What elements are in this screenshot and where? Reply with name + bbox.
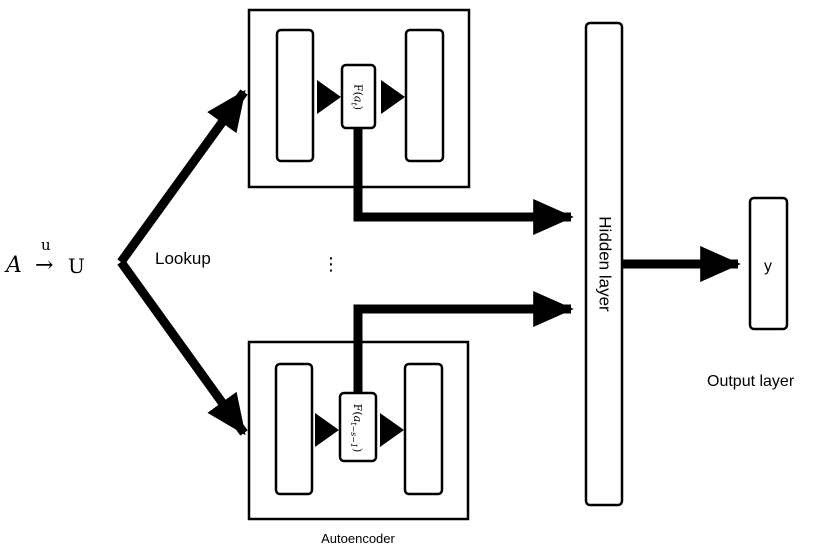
connector-bottom-to-hidden bbox=[353, 291, 574, 393]
decode-triangle bbox=[381, 80, 405, 114]
encoder-input-layer bbox=[275, 28, 315, 163]
autoencoder-label: Autoencoder bbox=[321, 531, 395, 546]
mapping-arrow: → bbox=[35, 253, 53, 278]
target-symbol: U bbox=[68, 254, 85, 278]
input-expression: A u → U bbox=[4, 236, 85, 278]
mapping-label: u bbox=[41, 236, 51, 254]
lookup-arrow-top bbox=[117, 89, 248, 265]
output-layer-label: Output layer bbox=[707, 373, 795, 390]
hidden-layer-label: Hidden layer bbox=[596, 216, 615, 312]
ellipsis: ⋮ bbox=[322, 254, 340, 274]
encode-triangle bbox=[317, 80, 341, 114]
output-node-label: y bbox=[764, 258, 772, 275]
input-symbol: A bbox=[4, 253, 22, 278]
lookup-arrow-bottom bbox=[117, 259, 248, 436]
connector-top-to-hidden bbox=[353, 128, 574, 235]
lookup-label: Lookup bbox=[155, 249, 211, 268]
decoder-output-layer bbox=[403, 362, 444, 496]
decode-triangle bbox=[380, 413, 404, 447]
output-node bbox=[748, 196, 789, 331]
decoder-output-layer bbox=[404, 28, 445, 163]
code-label-bottom: F(at−s−1) bbox=[349, 404, 364, 453]
encode-triangle bbox=[315, 413, 339, 447]
lookup-arrows bbox=[117, 89, 248, 436]
hidden-layer bbox=[584, 21, 624, 507]
code-label-top: F(at) bbox=[350, 84, 365, 110]
encoder-input-layer bbox=[274, 362, 314, 496]
